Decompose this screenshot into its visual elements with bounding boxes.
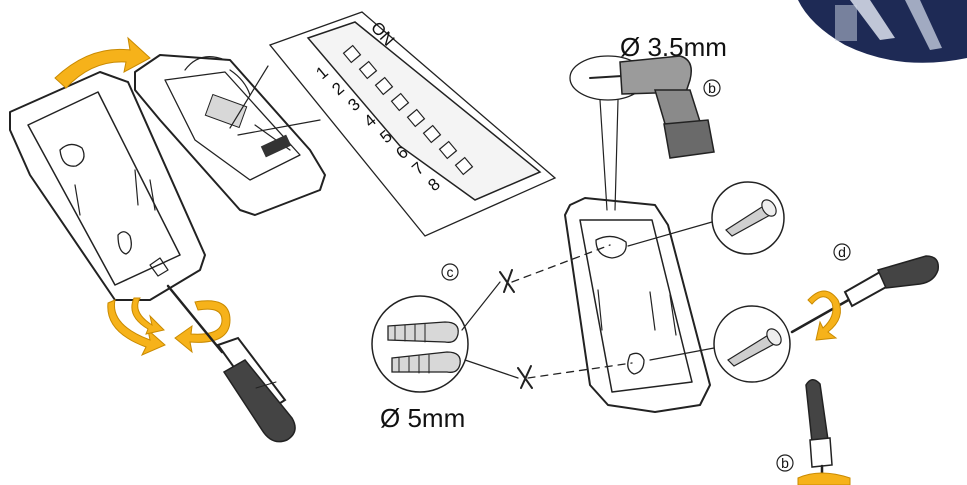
rotate-arrow-bottom-2 xyxy=(131,297,165,335)
plug-diameter-label: Ø 5mm xyxy=(380,403,465,433)
rotate-arrow-right xyxy=(807,290,841,341)
corner-badge xyxy=(798,0,967,63)
rotate-arrow-bottom-1 xyxy=(107,299,166,357)
dip-switch-4 xyxy=(390,92,410,112)
screwdriver-right xyxy=(790,255,939,334)
step-d-badge: d xyxy=(833,243,851,261)
dip-switch-3 xyxy=(374,76,394,96)
svg-text:b: b xyxy=(708,80,716,96)
dip-switch-8 xyxy=(454,156,474,176)
rotate-arrow-top xyxy=(54,36,151,89)
svg-text:d: d xyxy=(838,244,846,260)
screwdriver-left xyxy=(166,284,296,443)
cross-mark-top xyxy=(499,269,515,293)
svg-text:c: c xyxy=(447,264,454,280)
housing-cover-left xyxy=(134,54,326,216)
step-b-bottom-badge: b xyxy=(776,454,794,472)
rotate-arrow-screwdriver xyxy=(174,300,231,354)
dip-switch-6 xyxy=(422,124,442,144)
screwdriver-bottom xyxy=(797,379,851,485)
mounted-base-right xyxy=(564,197,711,413)
dip-switch-5 xyxy=(406,108,426,128)
dip-switch-7 xyxy=(438,140,458,160)
dip-switch-2 xyxy=(358,60,378,80)
wall-plugs-callout xyxy=(371,281,519,393)
step-c-badge: c xyxy=(441,263,459,281)
screw-callout-bottom xyxy=(649,305,791,383)
screw-callout-top xyxy=(627,181,785,255)
wall-plug-top xyxy=(387,321,459,343)
plug-guide-bottom xyxy=(527,362,633,379)
housing-base-left xyxy=(9,71,206,301)
svg-text:b: b xyxy=(781,455,789,471)
plug-guide-top xyxy=(511,244,611,283)
wall-plug-bottom xyxy=(391,351,461,374)
dip-switch-1 xyxy=(342,44,362,64)
cross-mark-bottom xyxy=(517,365,533,389)
power-drill-icon xyxy=(589,55,715,159)
step-b-top-badge: b xyxy=(703,79,721,97)
